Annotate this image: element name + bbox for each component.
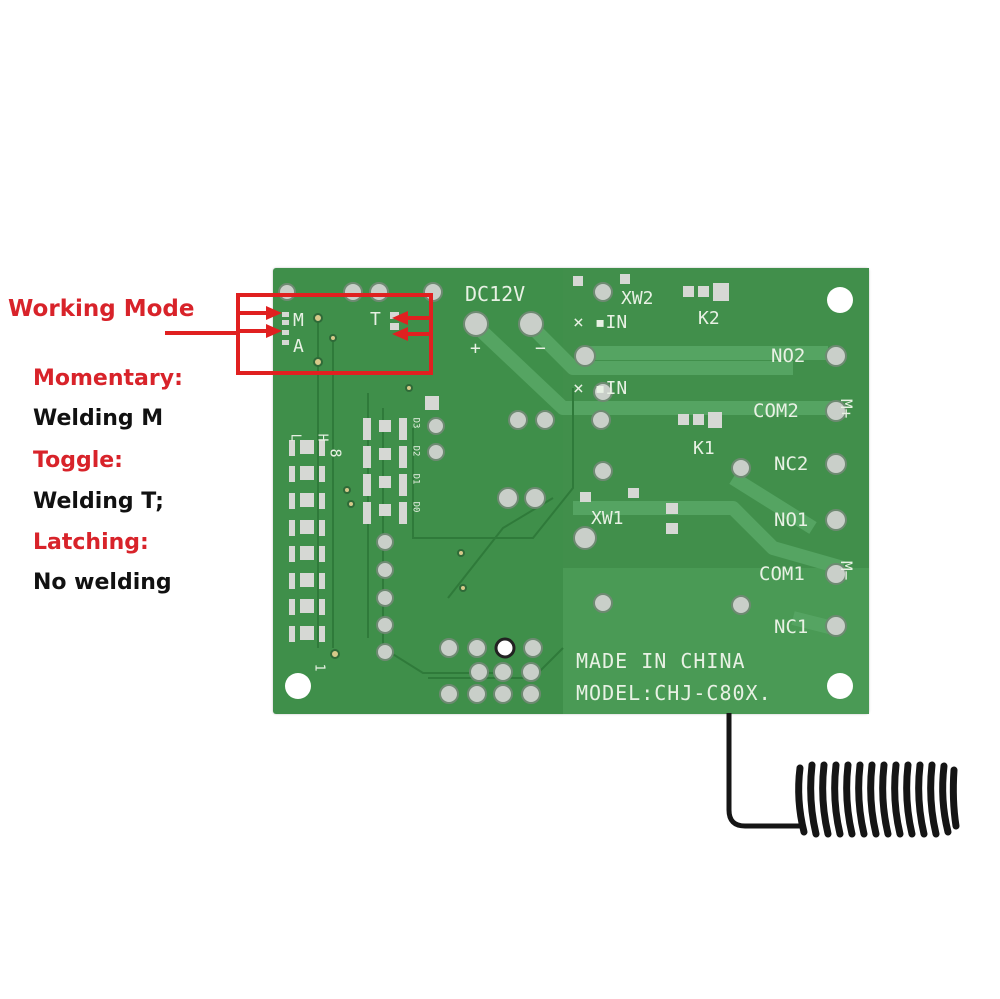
motor-minus-label: M− xyxy=(837,561,856,581)
terminal-label-no2: NO2 xyxy=(771,345,806,367)
pcb-board: M A T DC12V + − × ▪IN × ▪IN XW2 XW1 K2 K… xyxy=(273,268,869,714)
model-label: MODEL:CHJ-C80X. xyxy=(576,681,772,705)
motor-plus-label: M+ xyxy=(837,399,856,419)
mode-momentary-label: Momentary: xyxy=(33,366,183,391)
terminal-label-nc1: NC1 xyxy=(774,616,809,638)
dip-label-1: 1 xyxy=(311,663,327,672)
made-in-label: MADE IN CHINA xyxy=(576,649,746,673)
d1-label: D1 xyxy=(410,473,421,485)
d3-label: D3 xyxy=(410,417,421,429)
d2-label: D2 xyxy=(410,445,421,457)
terminal-label-com2: COM2 xyxy=(753,400,799,422)
terminal-label-nc2: NC2 xyxy=(774,453,809,475)
relay-label-k2: K2 xyxy=(698,308,720,329)
power-plus-label: + xyxy=(470,338,481,359)
dip-label-h: H xyxy=(314,433,330,442)
mode-latching-setting: No welding xyxy=(33,570,172,595)
dip-label-l: L xyxy=(287,433,303,442)
pcb-traces xyxy=(278,268,869,714)
terminal-label-com1: COM1 xyxy=(759,563,805,585)
input-label-1: × ▪IN xyxy=(573,378,628,399)
weld-label-xw2: XW2 xyxy=(621,288,654,309)
working-mode-label: Working Mode xyxy=(8,296,195,322)
mode-latching-label: Latching: xyxy=(33,530,149,555)
d0-label: D0 xyxy=(410,501,421,513)
weld-label-xw1: XW1 xyxy=(591,508,624,529)
mode-toggle-label: Toggle: xyxy=(33,448,123,473)
jumper-label-t: T xyxy=(370,309,381,330)
mode-momentary-setting: Welding M xyxy=(33,406,164,431)
relay-label-k1: K1 xyxy=(693,438,715,459)
jumper-label-m: M xyxy=(293,310,304,331)
power-minus-label: − xyxy=(535,338,546,359)
jumper-label-a: A xyxy=(293,336,304,357)
dip-label-8: 8 xyxy=(326,448,345,458)
mode-toggle-setting: Welding T; xyxy=(33,489,164,514)
input-label-2: × ▪IN xyxy=(573,312,628,333)
terminal-label-no1: NO1 xyxy=(774,509,809,531)
power-label: DC12V xyxy=(465,282,526,306)
